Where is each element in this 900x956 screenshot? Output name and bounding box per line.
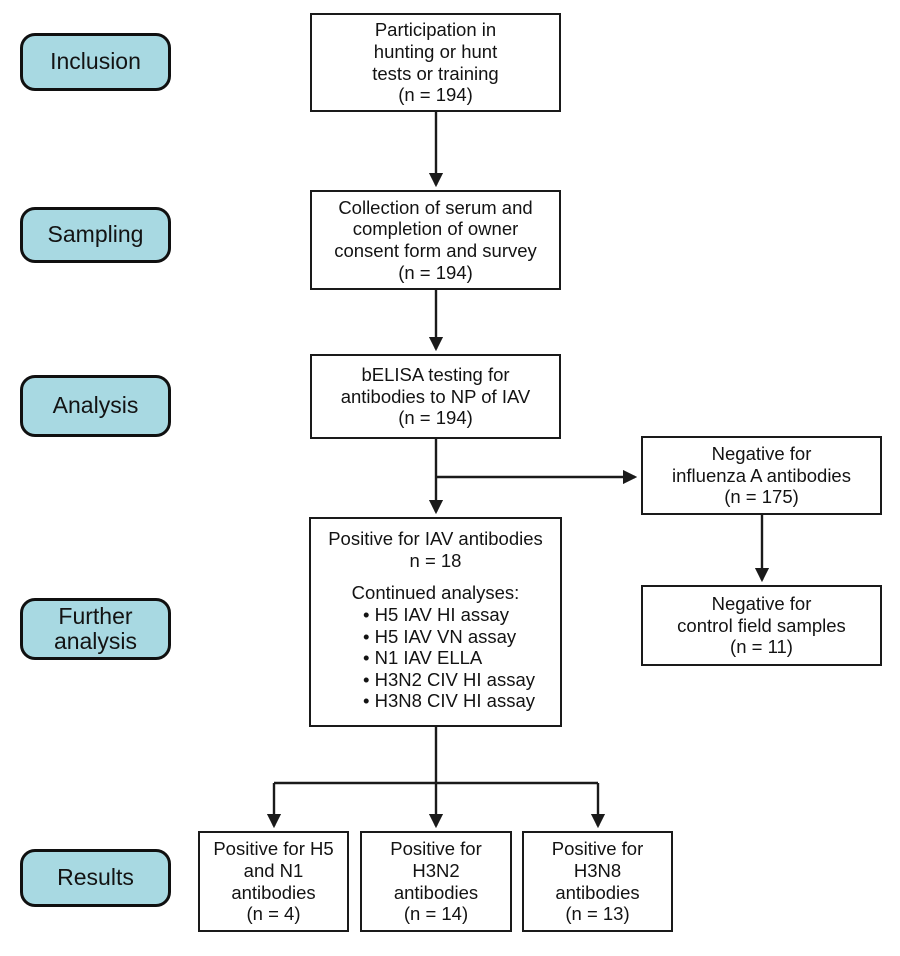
box-text-line: H3N2 xyxy=(412,859,460,881)
box-text-line: (n = 175) xyxy=(724,486,799,508)
stage-label-inclusion: Inclusion xyxy=(20,33,171,91)
box-text-line: antibodies xyxy=(555,881,640,903)
box-text-line: antibodies xyxy=(231,881,316,903)
continued-analyses-label: Continued analyses: xyxy=(351,582,520,604)
box-text-line: bELISA testing for xyxy=(361,364,510,386)
box-text-line: Collection of serum and xyxy=(338,196,533,218)
box-text-line: hunting or hunt xyxy=(373,40,498,62)
box-text-line: (n = 194) xyxy=(398,261,473,283)
box-text-line: control field samples xyxy=(677,614,846,636)
box-text-line: Positive for H5 xyxy=(213,838,334,860)
box-text-line: Negative for xyxy=(711,443,812,465)
bullet-item: • H5 IAV HI assay xyxy=(363,603,509,625)
box-text-line: and N1 xyxy=(243,859,304,881)
box-belisa-testing: bELISA testing for antibodies to NP of I… xyxy=(310,354,561,439)
box-text-line: (n = 194) xyxy=(398,84,473,106)
box-text-line: Participation in xyxy=(374,19,497,41)
box-text-line: H3N8 xyxy=(573,859,622,881)
box-text-line: tests or training xyxy=(372,62,499,84)
box-text-line: Positive for xyxy=(390,838,482,860)
stage-label-results: Results xyxy=(20,849,171,907)
box-negative-influenza: Negative for influenza A antibodies (n =… xyxy=(641,436,882,515)
box-text-line: antibodies xyxy=(393,881,479,903)
box-text-line: (n = 11) xyxy=(730,636,793,658)
connector-split-bar xyxy=(274,727,598,785)
stage-label-analysis: Analysis xyxy=(20,375,171,437)
continued-analyses-list: • H5 IAV HI assay • H5 IAV VN assay • N1… xyxy=(317,604,554,712)
box-participation: Participation in hunting or hunt tests o… xyxy=(310,13,561,112)
bullet-item: • N1 IAV ELLA xyxy=(363,647,483,669)
box-text-line: (n = 4) xyxy=(246,903,301,925)
stage-label-sampling: Sampling xyxy=(20,207,171,263)
box-negative-control-samples: Negative for control field samples (n = … xyxy=(641,585,882,666)
box-text-line: completion of owner xyxy=(352,218,519,240)
bullet-item: • H3N8 CIV HI assay xyxy=(363,690,536,712)
box-collection: Collection of serum and completion of ow… xyxy=(310,190,561,290)
box-text-line: (n = 14) xyxy=(403,903,469,925)
box-text-line: Positive for xyxy=(551,838,644,860)
box-positive-iav: Positive for IAV antibodies n = 18 Conti… xyxy=(309,517,562,727)
box-text-line: consent form and survey xyxy=(334,240,537,261)
box-text-line: Positive for IAV antibodies xyxy=(328,528,543,549)
box-positive-h3n8: Positive for H3N8 antibodies (n = 13) xyxy=(522,831,673,932)
box-positive-h3n2: Positive for H3N2 antibodies (n = 14) xyxy=(360,831,512,932)
box-text-line: influenza A antibodies xyxy=(672,464,851,486)
box-positive-h5-n1: Positive for H5 and N1 antibodies (n = 4… xyxy=(198,831,349,932)
box-text-line: Negative for xyxy=(711,593,812,615)
box-text-line: n = 18 xyxy=(409,549,462,571)
bullet-item: • H3N2 CIV HI assay xyxy=(363,668,536,690)
box-text-line: antibodies to NP of IAV xyxy=(340,385,531,407)
stage-label-further-analysis: Further analysis xyxy=(20,598,171,660)
bullet-item: • H5 IAV VN assay xyxy=(363,625,517,647)
box-text-line: (n = 13) xyxy=(565,903,630,925)
box-text-line: (n = 194) xyxy=(398,407,473,429)
